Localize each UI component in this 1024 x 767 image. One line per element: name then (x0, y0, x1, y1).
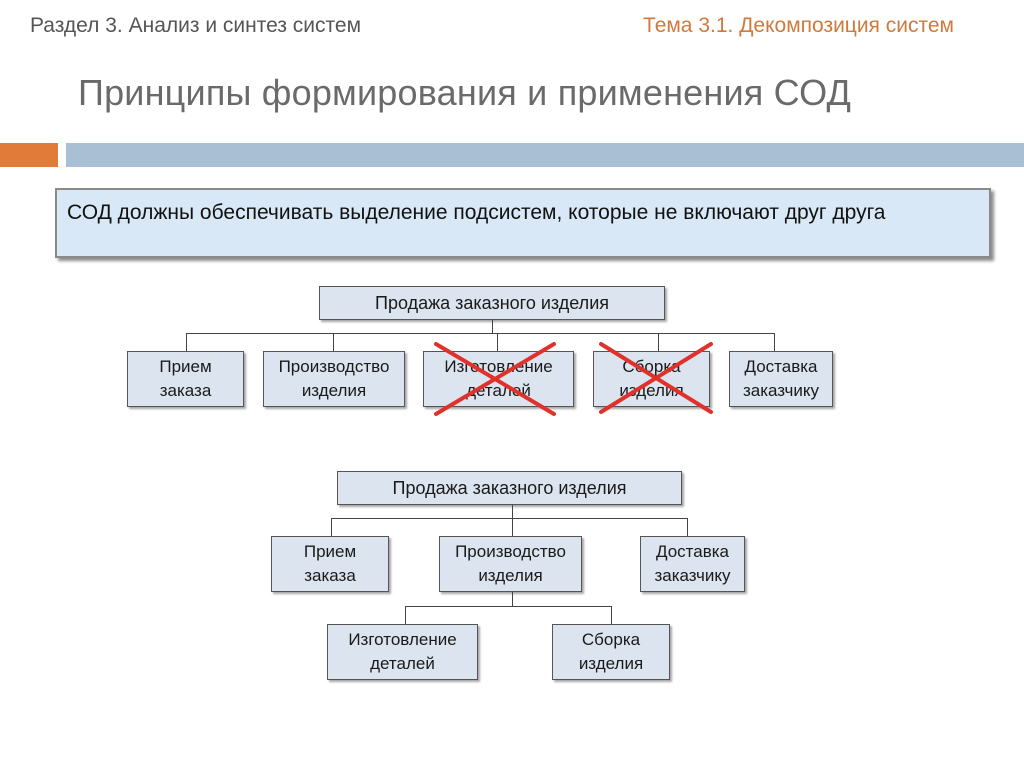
connector (405, 606, 611, 607)
connector (331, 518, 687, 519)
node-label-line2: изделия (578, 654, 644, 673)
connector (611, 606, 612, 624)
node-label-line1: Прием (159, 357, 212, 376)
node-label-line1: Изготовление (348, 630, 457, 649)
connector (687, 518, 688, 536)
diagram-1-node: Доставка заказчику (729, 351, 833, 407)
node-label-line2: изделия (301, 381, 367, 400)
connector (512, 518, 513, 536)
diagram-1-node: Производство изделия (263, 351, 405, 407)
connector (658, 333, 659, 351)
node-label-line1: Сборка (581, 630, 641, 649)
node-label-line1: Производство (455, 542, 566, 561)
connector (492, 320, 493, 333)
connector (405, 606, 406, 624)
accent-bar-blue (66, 143, 1024, 167)
node-label-line1: Производство (278, 357, 390, 376)
cross-mark-icon (599, 342, 713, 414)
diagram-2-node: Производство изделия (439, 536, 582, 592)
cross-mark-icon (434, 342, 556, 416)
diagram-2-subnode: Изготовление деталей (327, 624, 478, 680)
section-header: Раздел 3. Анализ и синтез систем (30, 14, 362, 37)
connector (186, 333, 187, 351)
accent-bar-orange (0, 143, 58, 167)
node-label-line2: заказа (159, 381, 212, 400)
connector (331, 518, 332, 536)
topic-header: Тема 3.1. Декомпозиция систем (643, 14, 954, 37)
node-label-line2: заказчику (654, 566, 731, 585)
node-label-line1: Прием (303, 542, 357, 561)
connector (497, 333, 498, 351)
node-label-line2: изделия (478, 566, 543, 585)
diagram-1-node: Прием заказа (127, 351, 244, 407)
node-label-line2: деталей (370, 654, 435, 673)
connector (333, 333, 334, 351)
node-label-line2: заказа (304, 566, 356, 585)
diagram-2-subnode: Сборка изделия (552, 624, 670, 680)
diagram-2-node: Прием заказа (271, 536, 389, 592)
connector (512, 505, 513, 518)
connector (186, 333, 774, 334)
node-label-line1: Доставка (655, 542, 729, 561)
principle-note: СОД должны обеспечивать выделение подсис… (55, 188, 991, 258)
slide-title: Принципы формирования и применения СОД (78, 72, 852, 113)
diagram-2-node: Доставка заказчику (640, 536, 745, 592)
node-label-line2: заказчику (742, 381, 820, 400)
connector (774, 333, 775, 351)
diagram-1-root: Продажа заказного изделия (319, 286, 665, 320)
connector (512, 592, 513, 606)
node-label-line1: Доставка (744, 357, 818, 376)
diagram-2-root: Продажа заказного изделия (337, 471, 682, 505)
